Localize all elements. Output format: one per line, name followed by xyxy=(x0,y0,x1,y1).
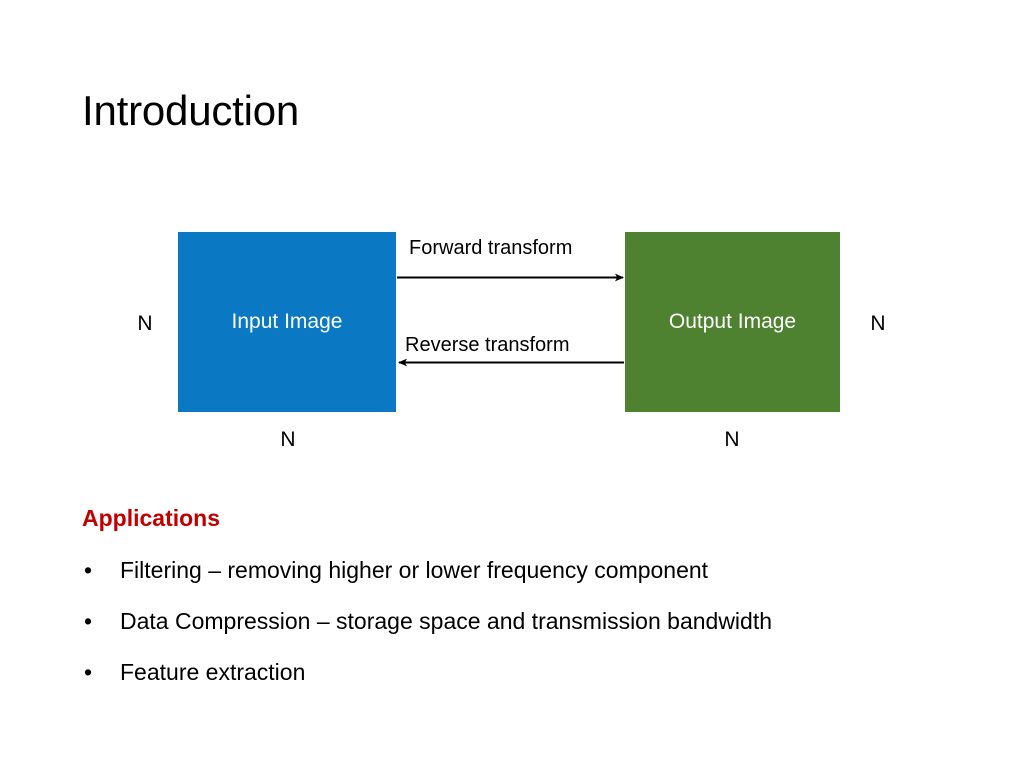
list-item: • Feature extraction xyxy=(82,657,982,687)
forward-transform-label: Forward transform xyxy=(409,237,573,259)
input-image-label: Input Image xyxy=(231,310,343,333)
applications-heading: Applications xyxy=(82,505,221,531)
output-dimension-right: N xyxy=(870,312,886,335)
applications-bullet-list: • Filtering – removing higher or lower f… xyxy=(82,555,982,687)
bullet-dot-icon: • xyxy=(84,608,93,634)
bullet-dot-icon: • xyxy=(84,659,93,685)
applications-section: Applications • Filtering – removing high… xyxy=(82,503,982,687)
transform-diagram: Input Image Output Image N N N N Forward… xyxy=(137,232,886,451)
bullet-dot-icon: • xyxy=(84,557,93,583)
input-image-box: Input Image xyxy=(178,232,396,412)
page-title: Introduction xyxy=(82,87,300,134)
output-image-box: Output Image xyxy=(625,232,840,412)
list-item-label: Data Compression – storage space and tra… xyxy=(120,608,773,634)
output-image-label: Output Image xyxy=(668,310,797,333)
reverse-transform-label: Reverse transform xyxy=(405,334,570,356)
list-item: • Filtering – removing higher or lower f… xyxy=(82,555,982,585)
list-item: • Data Compression – storage space and t… xyxy=(82,606,982,636)
list-item-label: Feature extraction xyxy=(120,659,306,685)
input-dimension-bottom: N xyxy=(280,428,296,451)
list-item-label: Filtering – removing higher or lower fre… xyxy=(120,557,709,583)
input-dimension-left: N xyxy=(137,312,153,335)
output-dimension-bottom: N xyxy=(724,428,740,451)
arrow-lines-group xyxy=(397,273,624,367)
